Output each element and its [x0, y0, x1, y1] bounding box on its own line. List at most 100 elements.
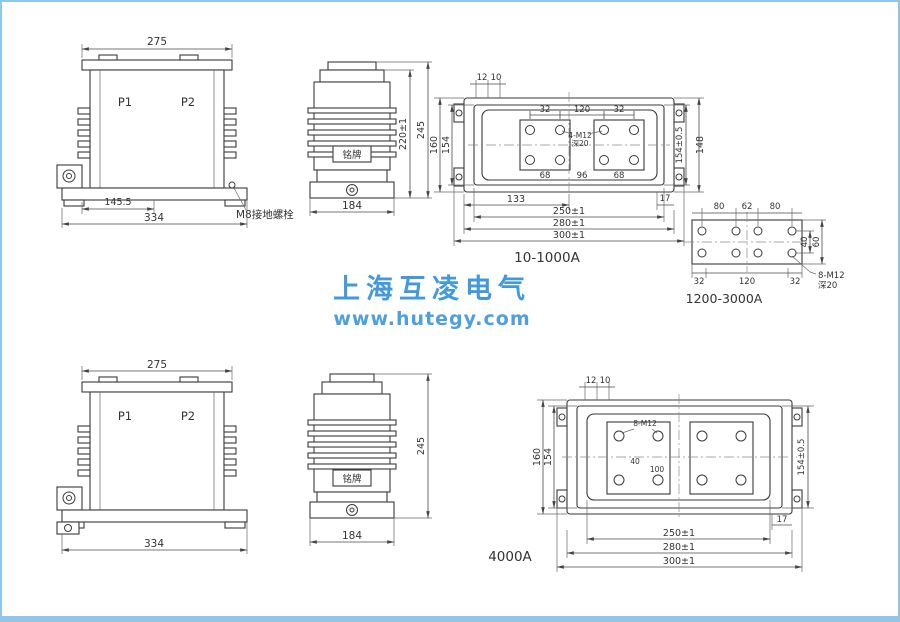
- terminal-pad: [606, 421, 671, 495]
- dim-145-label: 145.5: [104, 197, 131, 208]
- dim-80-right-label: 80: [770, 202, 781, 212]
- cooling-fin: [307, 441, 397, 448]
- dim-12-label: 12: [477, 73, 488, 83]
- lower-block: [316, 169, 388, 183]
- cooling-fin: [77, 425, 91, 433]
- cooling-fin: [223, 129, 237, 137]
- bolt-hole: [555, 125, 565, 135]
- bolt-hole: [599, 155, 609, 165]
- cooling-fin: [223, 458, 237, 466]
- bolt-depth-label: 深20: [571, 139, 588, 148]
- lug-hole-center: [66, 173, 72, 179]
- bolt-hole: [787, 226, 797, 236]
- top-plate: [81, 381, 233, 393]
- dim-280-label: 280±1: [663, 542, 695, 553]
- cooling-fin: [223, 118, 237, 126]
- dim-300-label: 300±1: [663, 556, 695, 567]
- base-plate: [61, 509, 248, 523]
- dim-12-label: 12: [586, 376, 597, 386]
- leader-line: [621, 428, 635, 434]
- dim-10-label: 10: [600, 376, 611, 386]
- leader-line: [587, 130, 603, 135]
- cooling-fin: [77, 129, 91, 137]
- dim-245-label: 245: [416, 121, 427, 139]
- bolt-hole: [696, 430, 708, 442]
- watermark-brand: 上海互凌电气: [333, 274, 531, 305]
- dim-148-label: 148: [695, 136, 706, 154]
- cooling-fin: [223, 425, 237, 433]
- nameplate-label: 铭牌: [342, 473, 362, 485]
- terminal-pad: [519, 119, 571, 171]
- bolt-note-label: 8-M12: [633, 419, 657, 428]
- cooling-fin: [223, 436, 237, 444]
- bolt-hole: [525, 155, 535, 165]
- ear-hole: [558, 413, 566, 421]
- dim-32-left-label: 32: [694, 277, 705, 287]
- cooling-fin: [307, 129, 397, 136]
- dim-245-label: 245: [416, 437, 427, 455]
- cooling-fin: [307, 419, 397, 426]
- dim-275-label: 275: [147, 359, 167, 371]
- bolt-hole: [629, 155, 639, 165]
- body-outline: [89, 69, 225, 189]
- ear-hole: [793, 413, 801, 421]
- dim-133-label: 133: [507, 194, 525, 205]
- leader-line: [233, 187, 247, 211]
- ear-hole: [455, 173, 463, 181]
- dim-275-label: 275: [147, 36, 167, 48]
- leader-line: [561, 130, 573, 135]
- bolt-note-label: 4-M12: [568, 131, 592, 140]
- base-hole-center: [349, 187, 355, 193]
- body-outline: [89, 391, 225, 511]
- cooling-fin: [223, 140, 237, 148]
- ground-bolt-label: M8接地螺栓: [236, 208, 294, 221]
- dim-154-left-label: 154: [543, 448, 554, 466]
- dim-40-label: 40: [630, 457, 640, 466]
- front-view-bottom: 275 P1 P2 334: [56, 359, 248, 554]
- ear-hole: [793, 495, 801, 503]
- cooling-fin: [77, 140, 91, 148]
- dim-184-label: 184: [342, 530, 362, 542]
- foot: [224, 521, 246, 529]
- dim-32-left-label: 32: [540, 105, 551, 115]
- watermark-url: www.hutegy.com: [333, 308, 530, 330]
- bolt-hole: [613, 430, 625, 442]
- dim-100-label: 100: [650, 465, 665, 474]
- bolt-hole: [696, 474, 708, 486]
- top-step: [329, 373, 375, 383]
- dim-120-label: 120: [739, 277, 755, 287]
- detail-view-1200-3000: 80 62 80 32 120 32 40 60 8-M12 深20 1200-…: [684, 202, 845, 306]
- lug-hole-center: [66, 495, 72, 501]
- terminal-boss: [98, 54, 118, 61]
- plan-view-top: 12 10 160 154 32 120 32 4-M12 深20 68 96 …: [429, 73, 706, 266]
- top-plate: [81, 59, 233, 71]
- dim-300-label: 300±1: [553, 230, 585, 241]
- dim-10-label: 10: [491, 73, 502, 83]
- cooling-fin: [77, 436, 91, 444]
- watermark: 上海互凌电气 www.hutegy.com: [333, 274, 531, 330]
- base-plate: [61, 187, 248, 201]
- terminal-p1-label: P1: [118, 95, 132, 109]
- dim-250-label: 250±1: [553, 206, 585, 217]
- cooling-fin: [77, 107, 91, 115]
- lower-block: [316, 491, 388, 503]
- terminal-boss: [179, 376, 199, 383]
- bolt-hole: [697, 248, 707, 258]
- cooling-fin: [307, 463, 397, 470]
- cooling-fin: [77, 458, 91, 466]
- dim-60-label: 60: [812, 237, 822, 248]
- bolt-depth-label: 深20: [818, 281, 837, 291]
- cooling-fin: [223, 447, 237, 455]
- dim-32-right-label: 32: [614, 105, 625, 115]
- terminal-p2-label: P2: [181, 95, 195, 109]
- nameplate-label: 铭牌: [342, 149, 362, 161]
- cooling-fin: [77, 151, 91, 159]
- terminal-p1-label: P1: [118, 409, 132, 423]
- bolt-hole: [731, 248, 741, 258]
- dim-80-left-label: 80: [714, 202, 725, 212]
- front-view-top: 275 P1 P2 M8接地螺栓 145.5 334: [56, 36, 294, 228]
- dim-17-label: 17: [777, 515, 788, 525]
- leader-line: [651, 428, 658, 434]
